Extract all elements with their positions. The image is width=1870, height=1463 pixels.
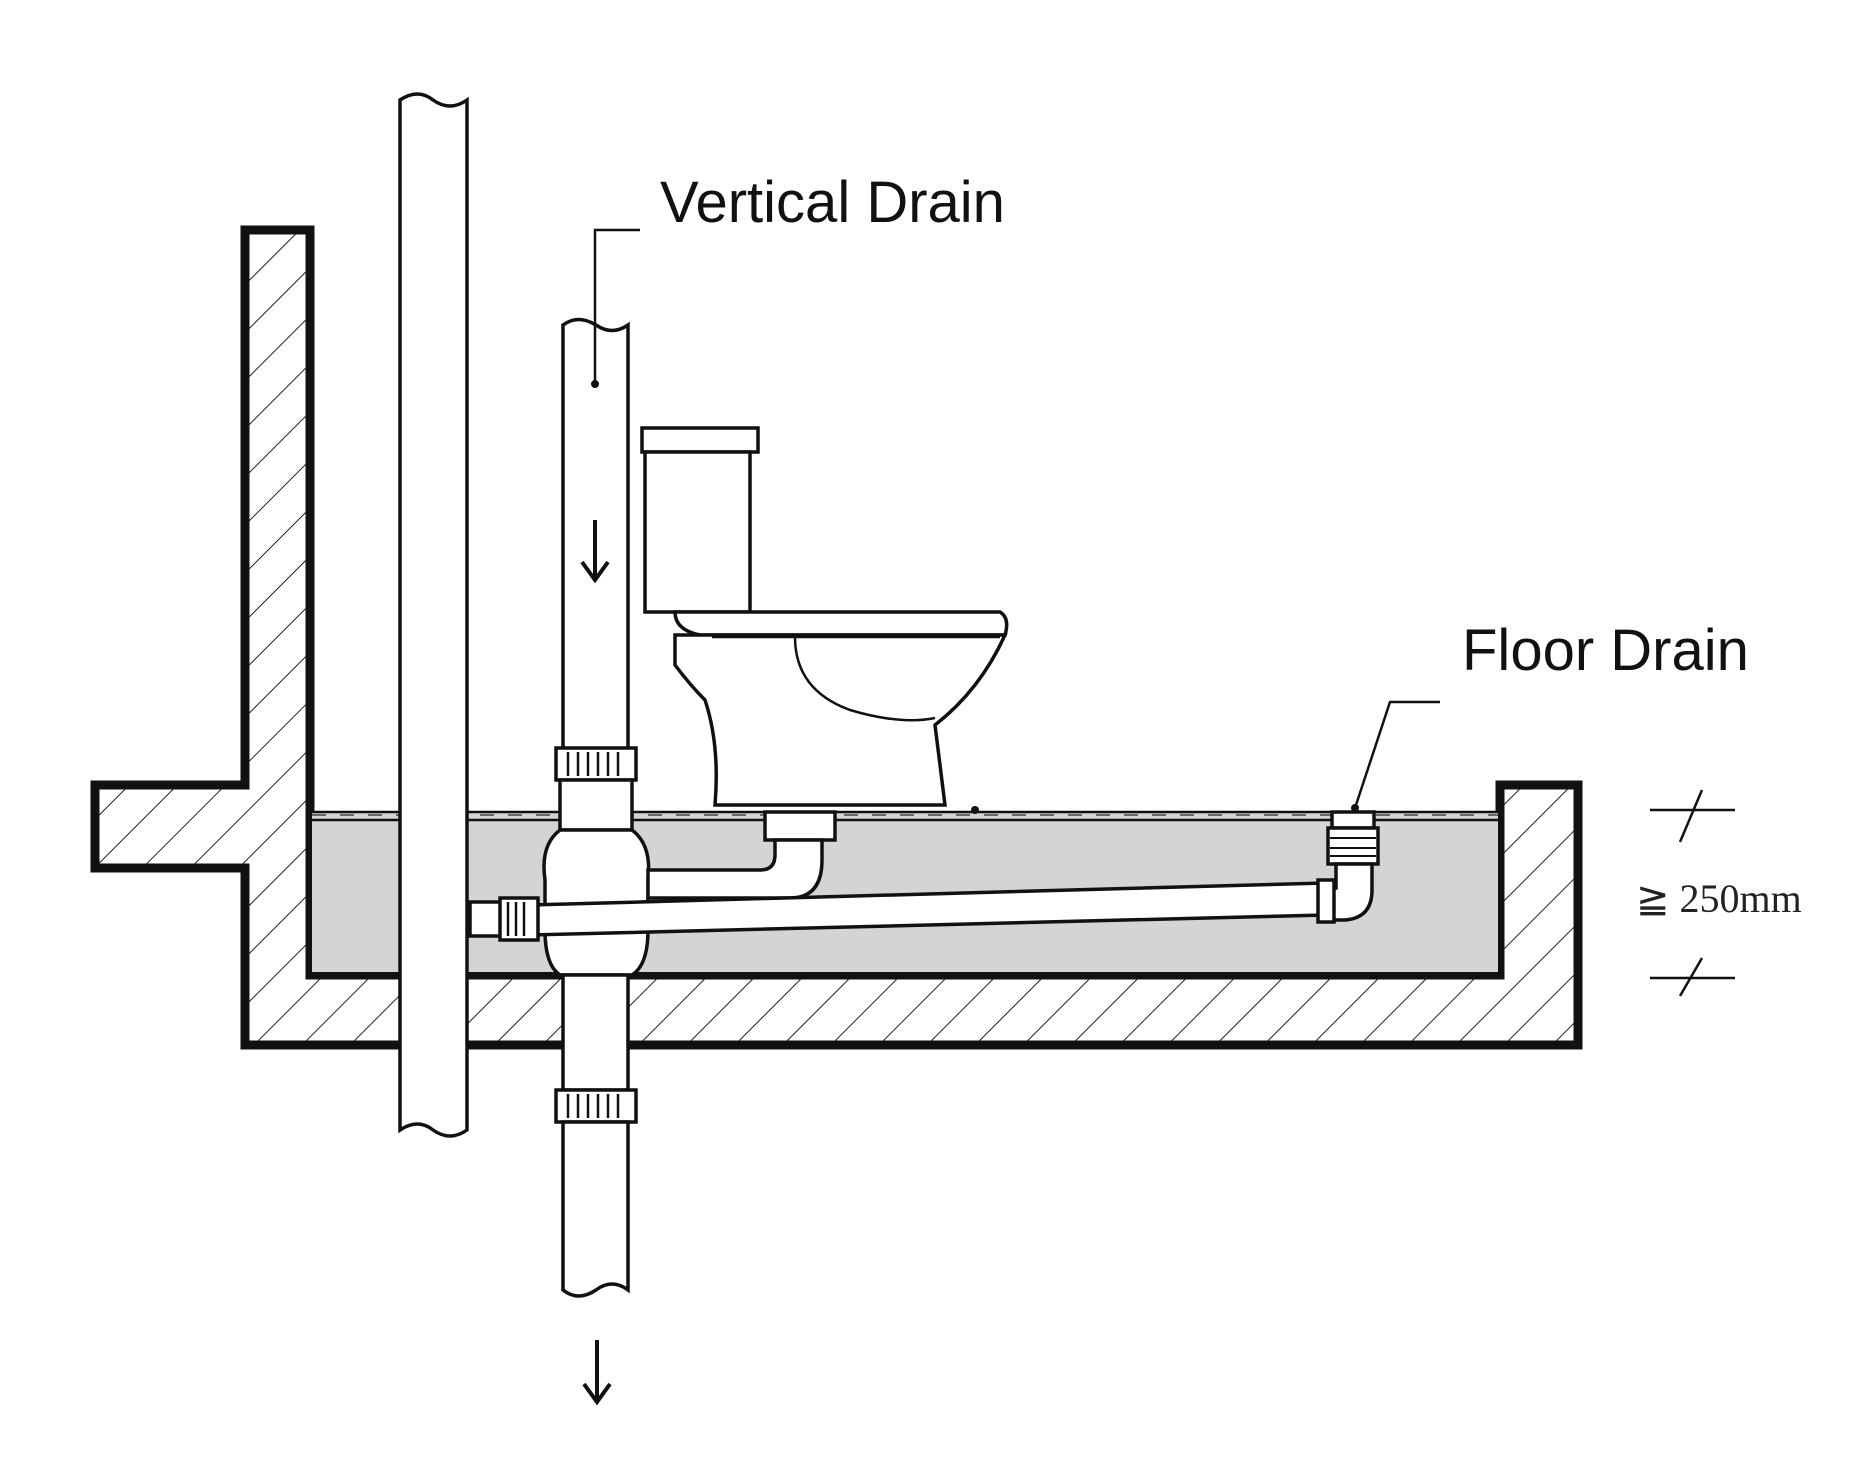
vertical-drain-pipe bbox=[542, 317, 651, 1406]
leader-floor-drain bbox=[1353, 700, 1440, 809]
outflow-arrow-icon bbox=[582, 1340, 612, 1406]
toilet bbox=[640, 426, 1009, 814]
vertical-drain-label: Vertical Drain bbox=[660, 170, 1005, 235]
floor-drain-label: Floor Drain bbox=[1462, 618, 1749, 683]
floor-drain-pipe bbox=[468, 804, 1380, 942]
stack-pipe bbox=[398, 92, 469, 1138]
dimension-marks bbox=[1650, 789, 1735, 997]
toilet-outlet-pipe bbox=[646, 810, 837, 900]
flow-arrow-icon bbox=[580, 520, 610, 584]
leader-vertical-drain bbox=[593, 228, 640, 384]
dimension-label: ≧ 250mm bbox=[1636, 876, 1802, 921]
